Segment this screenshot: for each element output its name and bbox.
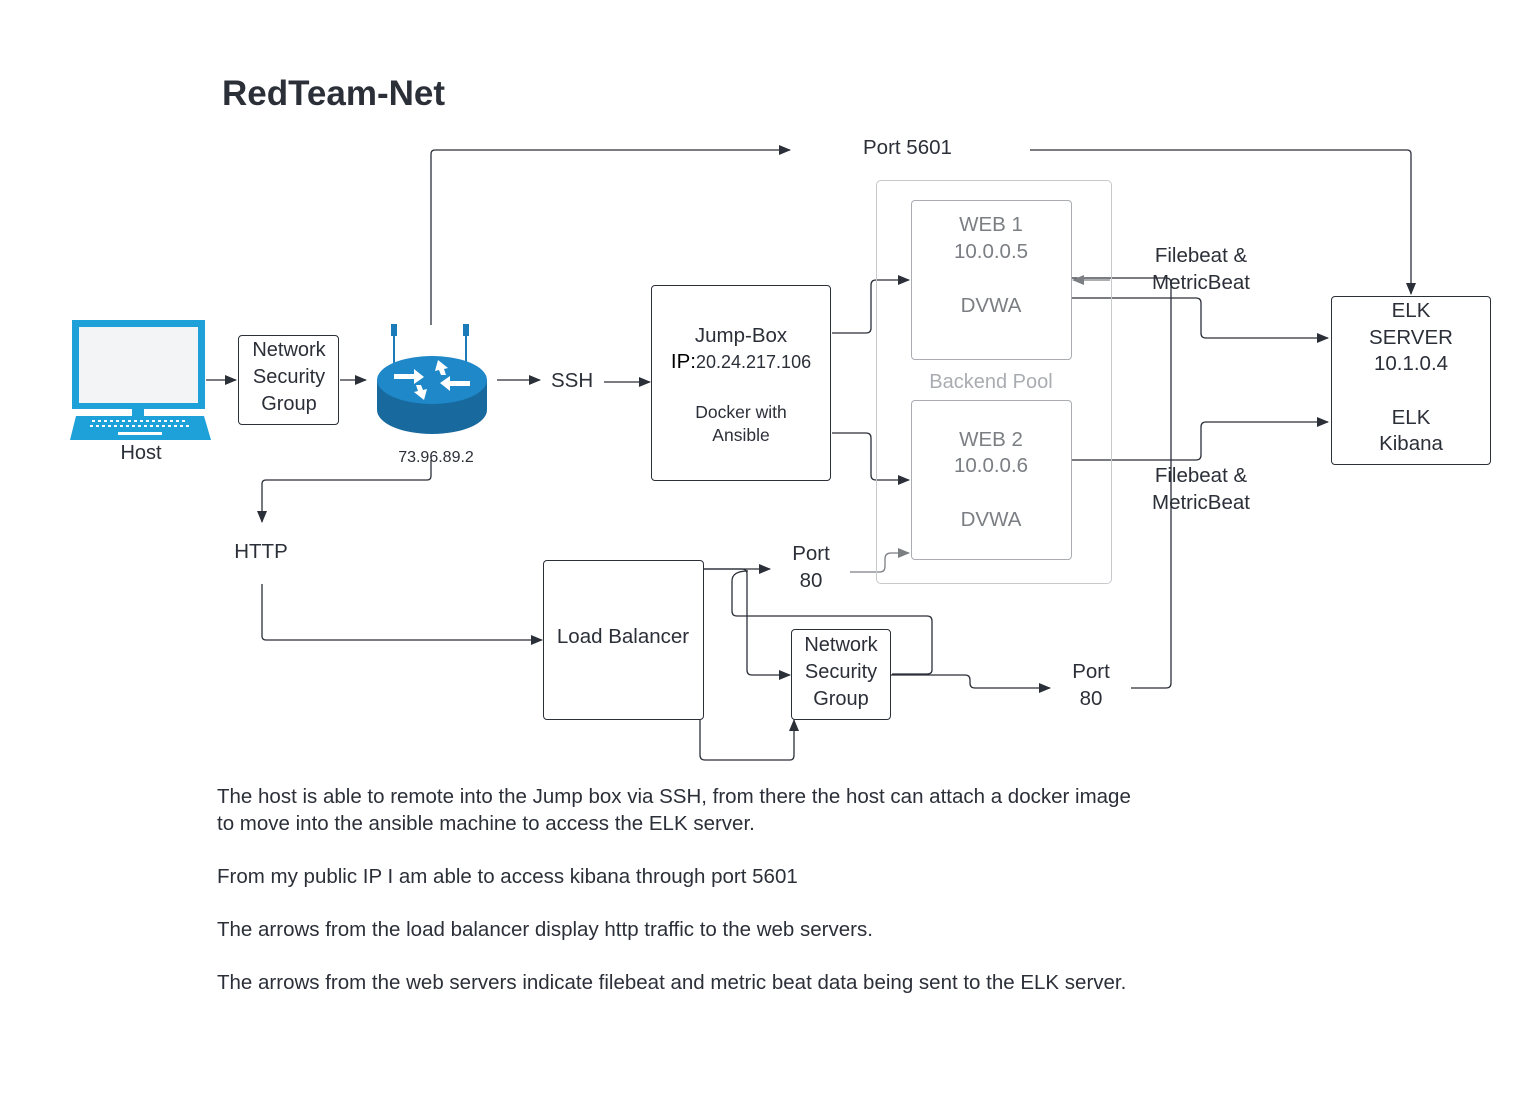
- jump-box: [651, 285, 831, 481]
- backend-pool-label: Backend Pool: [929, 371, 1053, 393]
- edge-lb-to-nsg-bottom: [704, 568, 791, 680]
- nsg-bottom-line2: Security: [804, 661, 878, 683]
- edge-web2-to-elk: [1071, 417, 1329, 461]
- description-line-5: The arrows from the web servers indicate…: [217, 971, 1127, 994]
- web2-name: WEB 2: [959, 428, 1023, 451]
- port80-lower-line1: Port: [1072, 660, 1110, 683]
- port80-upper-line2: 80: [799, 569, 823, 592]
- laptop-icon: [70, 320, 211, 440]
- edge-port5601-to-elk: [1030, 149, 1416, 295]
- load-balancer-label: Load Balancer: [556, 625, 690, 648]
- web2-ip: 10.0.0.6: [953, 454, 1029, 477]
- nsg-bottom-line1: Network: [804, 634, 878, 656]
- description-line-2: to move into the ansible machine to acce…: [217, 812, 755, 835]
- backend-pool: [876, 180, 1112, 584]
- router-icon: [377, 324, 487, 434]
- nsg-bottom-line3: Group: [813, 688, 869, 710]
- web2-app: DVWA: [960, 508, 1022, 531]
- nsg-top-line3: Group: [261, 393, 317, 415]
- host-laptop: [70, 320, 212, 442]
- beats-bottom-line1: Filebeat &: [1154, 464, 1248, 487]
- elk-line4: ELK: [1391, 406, 1431, 429]
- network-security-group-top: [238, 335, 339, 425]
- edge-jumpbox-to-web1: [832, 275, 910, 334]
- edge-http-to-loadbalancer: [261, 584, 543, 645]
- description-line-3: From my public IP I am able to access ki…: [217, 865, 798, 888]
- edge-router-to-http: [257, 460, 432, 523]
- web1-app: DVWA: [960, 294, 1022, 317]
- edge-jumpbox-to-web2: [832, 432, 910, 485]
- jumpbox-line4: Ansible: [712, 425, 770, 445]
- elk-line5: Kibana: [1379, 432, 1443, 455]
- jumpbox-ip-prefix: IP:: [670, 350, 696, 373]
- description-line-4: The arrows from the load balancer displa…: [217, 918, 873, 941]
- http-label: HTTP: [234, 540, 288, 563]
- port80-upper-line1: Port: [792, 542, 830, 565]
- edge-port80-to-web2: [850, 548, 910, 573]
- port80-lower-line2: 80: [1079, 687, 1103, 710]
- load-balancer: [543, 560, 704, 720]
- network-security-group-bottom: [791, 629, 891, 720]
- web-server-1: [911, 200, 1072, 360]
- ssh-label: SSH: [551, 369, 594, 392]
- nsg-top-line2: Security: [252, 366, 326, 388]
- elk-server: [1331, 296, 1491, 465]
- edge-nsg-to-port80-lower: [891, 674, 1051, 693]
- elk-line1: ELK: [1391, 299, 1431, 322]
- edge-lb-loop: [731, 570, 933, 675]
- edge-port80-lower-to-web1: [1072, 277, 1172, 689]
- web1-name: WEB 1: [959, 213, 1023, 236]
- nsg-top-line1: Network: [252, 339, 326, 361]
- description-line-1: The host is able to remote into the Jump…: [217, 785, 1131, 808]
- router: [374, 322, 490, 440]
- edge-web1-to-elk: [1071, 297, 1329, 343]
- page-title: RedTeam-Net: [222, 74, 446, 113]
- edge-router-to-port5601: [430, 145, 791, 325]
- elk-line2: SERVER: [1369, 326, 1453, 349]
- host-label: Host: [120, 442, 162, 464]
- web1-ip: 10.0.0.5: [953, 240, 1029, 263]
- beats-bottom-line2: MetricBeat: [1152, 491, 1250, 514]
- edge-lb-bottom-to-nsg: [699, 719, 799, 761]
- router-ip: 73.96.89.2: [398, 449, 474, 466]
- jumpbox-line3: Docker with: [695, 402, 787, 422]
- jumpbox-ip: 20.24.217.106: [695, 352, 812, 372]
- port-5601-label: Port 5601: [863, 136, 952, 159]
- beats-top-line2: MetricBeat: [1152, 271, 1250, 294]
- web-server-2: [911, 400, 1072, 560]
- elk-line3: 10.1.0.4: [1373, 352, 1449, 375]
- beats-top-line1: Filebeat &: [1154, 244, 1248, 267]
- jumpbox-ip-line: IP:20.24.217.106: [670, 350, 812, 373]
- jumpbox-title: Jump-Box: [694, 324, 788, 347]
